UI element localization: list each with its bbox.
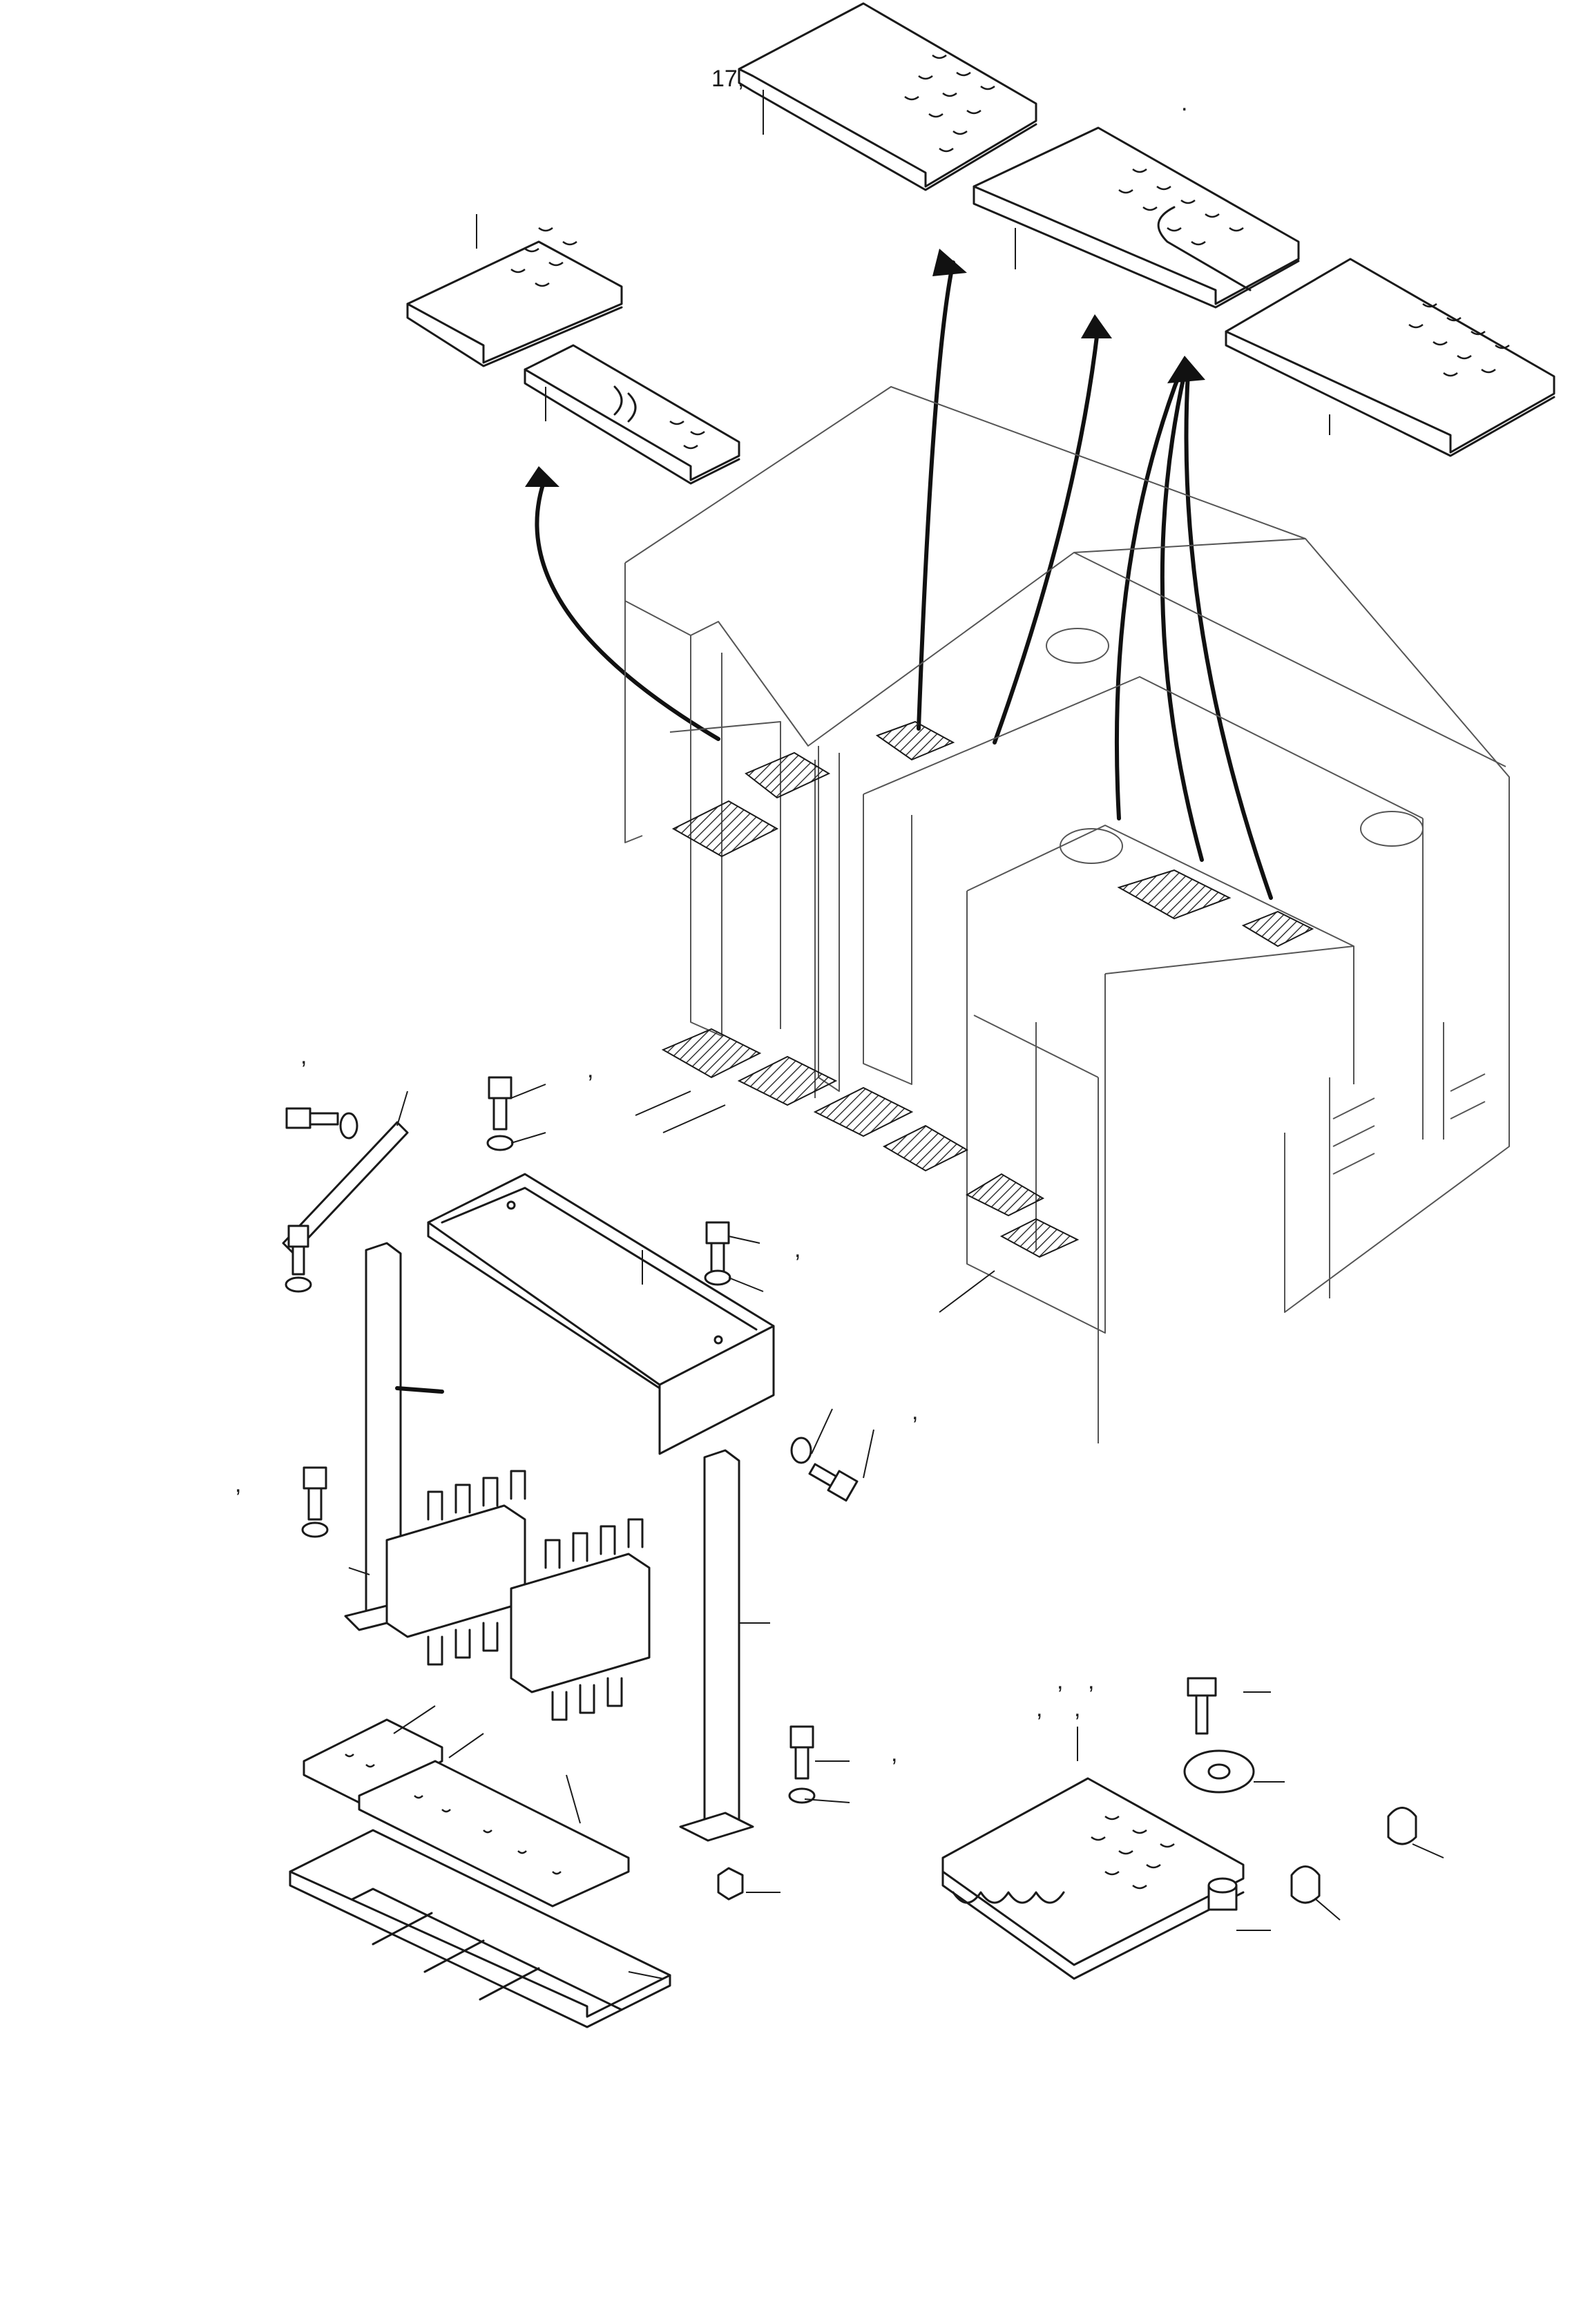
- lower-right-step-plate: [941, 1727, 1245, 1980]
- bolt-center: [704, 1221, 731, 1286]
- stray-marks: , , , , , , , , , , .: [235, 90, 1187, 1767]
- oval-spacer: [1183, 1749, 1255, 1794]
- stray-mark: ,: [235, 1471, 241, 1497]
- stray-mark: ,: [912, 1399, 918, 1425]
- bolt-top-center: [486, 1076, 514, 1151]
- slotted-platform-plate: [973, 126, 1300, 309]
- round-spacer: [1207, 1877, 1238, 1911]
- control-valve-blocks: [385, 1470, 651, 1721]
- stray-mark: ,: [891, 1740, 897, 1767]
- clip-fastener-right: [1387, 1807, 1417, 1845]
- narrow-step-plate: [524, 344, 740, 485]
- clip-fastener-left: [1290, 1865, 1321, 1904]
- lower-step-assembly: [289, 1718, 671, 2028]
- bolt-mid-left: [285, 1225, 312, 1293]
- stray-mark: ,: [587, 1057, 593, 1083]
- support-tray: [427, 1173, 775, 1455]
- right-post: [679, 1449, 770, 1842]
- top-platform-plate: [738, 2, 1037, 191]
- bolts-and-washers: [285, 1076, 859, 1901]
- leader-lines: [348, 1084, 1444, 1931]
- stray-mark: .: [1181, 90, 1187, 116]
- stray-mark: ,: [794, 1236, 801, 1262]
- bolt-lower-left: [301, 1466, 329, 1538]
- stray-mark: ,: [1088, 1668, 1094, 1694]
- stray-mark: ,: [1036, 1696, 1042, 1722]
- bolt-right-tray: [790, 1437, 859, 1502]
- stray-mark: ,: [1074, 1696, 1080, 1722]
- installed-gratings: [661, 720, 1314, 1258]
- left-step-plate: [406, 214, 623, 367]
- bolt-top-left: [285, 1107, 358, 1140]
- callout-17: 17,: [711, 66, 744, 92]
- diagonal-strap: [282, 1091, 409, 1255]
- stray-mark: ,: [300, 1043, 307, 1069]
- machine-frame: [624, 386, 1510, 1443]
- stray-mark: ,: [1057, 1668, 1063, 1694]
- countersunk-screw: [1187, 1677, 1217, 1735]
- assembly-arrows: [525, 249, 1273, 900]
- end-platform-plate: [1225, 258, 1555, 457]
